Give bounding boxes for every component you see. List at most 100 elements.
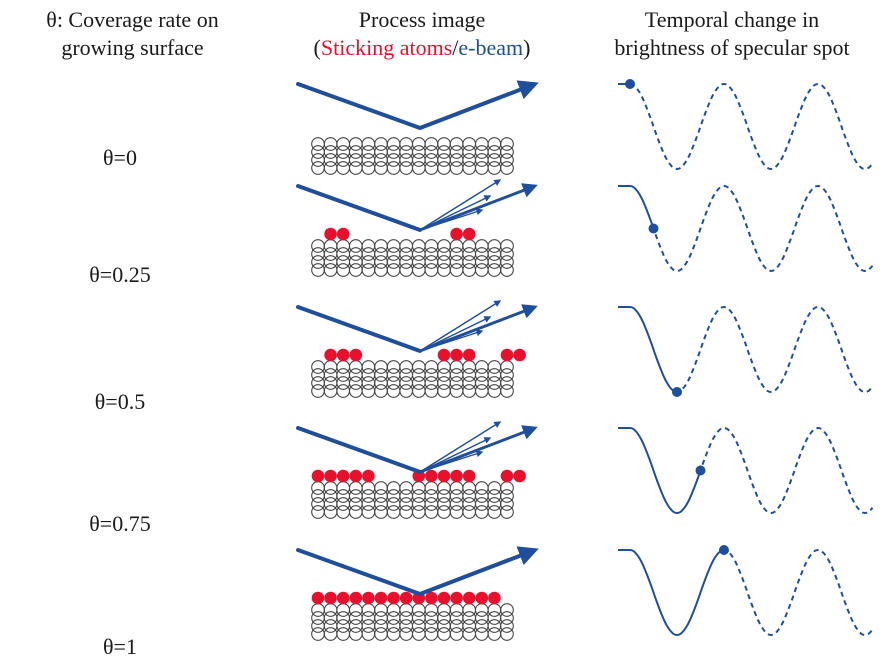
substrate-atom [424, 255, 439, 269]
substrate-atom [462, 161, 477, 175]
substrate-atom [361, 376, 376, 390]
substrate-atom [462, 239, 477, 253]
substrate-atom [411, 619, 426, 633]
substrate-atom [386, 481, 401, 495]
substrate-atom [487, 619, 502, 633]
substrate-atom [374, 619, 388, 633]
substrate-atom [449, 619, 464, 633]
substrate-atom [487, 153, 502, 167]
substrate-atom [386, 489, 401, 503]
substrate-atom [311, 161, 325, 175]
substrate-atom [348, 368, 363, 382]
substrate-atom [500, 247, 514, 261]
substrate-atom [424, 497, 439, 511]
intensity-curve-measured [629, 427, 701, 515]
substrate-atom [323, 603, 338, 617]
substrate-atom [462, 603, 477, 617]
diffuse-beam [419, 316, 492, 352]
substrate-atom [424, 360, 439, 374]
substrate-atom [437, 153, 451, 167]
substrate-atom [374, 239, 388, 253]
substrate-atom [411, 627, 426, 641]
substrate-atom [323, 263, 338, 277]
incident-beam [296, 305, 422, 353]
substrate-atom [449, 247, 464, 261]
adatom [462, 469, 476, 483]
substrate-atom [462, 619, 477, 633]
substrate-atom [474, 247, 489, 261]
substrate-atom [500, 497, 514, 511]
substrate-atom [500, 603, 514, 617]
substrate-atom [336, 161, 351, 175]
substrate-atom [399, 161, 414, 175]
incident-beam [296, 548, 422, 596]
substrate-atom [348, 505, 363, 519]
substrate-atom [361, 255, 376, 269]
substrate-atom [399, 611, 414, 625]
substrate-atom [336, 153, 351, 167]
substrate-atom [437, 263, 451, 277]
substrate-atom [386, 619, 401, 633]
substrate-atom [474, 153, 489, 167]
substrate-atom [487, 263, 502, 277]
substrate-atom [399, 481, 414, 495]
substrate-atom [336, 497, 351, 511]
substrate-atom [348, 384, 363, 398]
substrate-atom [323, 368, 338, 382]
adatom [462, 227, 476, 241]
substrate-atom [474, 368, 489, 382]
substrate-atom [437, 376, 451, 390]
specular-beam [419, 80, 539, 130]
substrate-atom [361, 627, 376, 641]
substrate-atom [399, 489, 414, 503]
substrate-atom [424, 263, 439, 277]
specular-beam [419, 304, 538, 353]
substrate-atom [424, 161, 439, 175]
substrate-atom [399, 627, 414, 641]
substrate-atom [474, 360, 489, 374]
substrate-atom [424, 481, 439, 495]
close-paren: ) [523, 35, 531, 60]
substrate-atom [323, 497, 338, 511]
substrate-atom [348, 627, 363, 641]
substrate-atom [437, 384, 451, 398]
substrate-atom [399, 239, 414, 253]
substrate-atom [374, 368, 388, 382]
substrate-atom [449, 384, 464, 398]
substrate-atom [386, 239, 401, 253]
substrate-atom [500, 255, 514, 269]
substrate-atom [348, 489, 363, 503]
substrate-atom [437, 505, 451, 519]
substrate-atom [374, 161, 388, 175]
substrate-atom [474, 497, 489, 511]
specular-beam [419, 183, 538, 232]
substrate-atom [386, 376, 401, 390]
theta-label-0: θ=0 [103, 145, 137, 170]
substrate-atom [361, 239, 376, 253]
substrate-atom [462, 145, 477, 159]
adatom [450, 348, 463, 362]
substrate-atom [361, 137, 376, 151]
substrate-atom [437, 603, 451, 617]
substrate-atom [348, 603, 363, 617]
substrate-atom [411, 263, 426, 277]
adatom [324, 348, 337, 362]
substrate-atom [311, 619, 325, 633]
substrate-atom [399, 255, 414, 269]
substrate-atom [487, 161, 502, 175]
substrate-atom [399, 505, 414, 519]
substrate-atom [311, 263, 325, 277]
process-header-line2: (Sticking atoms/e-beam) [272, 34, 572, 62]
slash: / [452, 35, 459, 60]
substrate-atom [374, 263, 388, 277]
substrate-atom [437, 489, 451, 503]
adatom [462, 591, 476, 605]
substrate-atom [374, 376, 388, 390]
substrate-atom [424, 368, 439, 382]
substrate-atom [348, 153, 363, 167]
substrate-atom [500, 263, 514, 277]
substrate-atom [449, 505, 464, 519]
substrate-atom [462, 153, 477, 167]
incident-beam [296, 184, 422, 232]
substrate-atom [424, 489, 439, 503]
